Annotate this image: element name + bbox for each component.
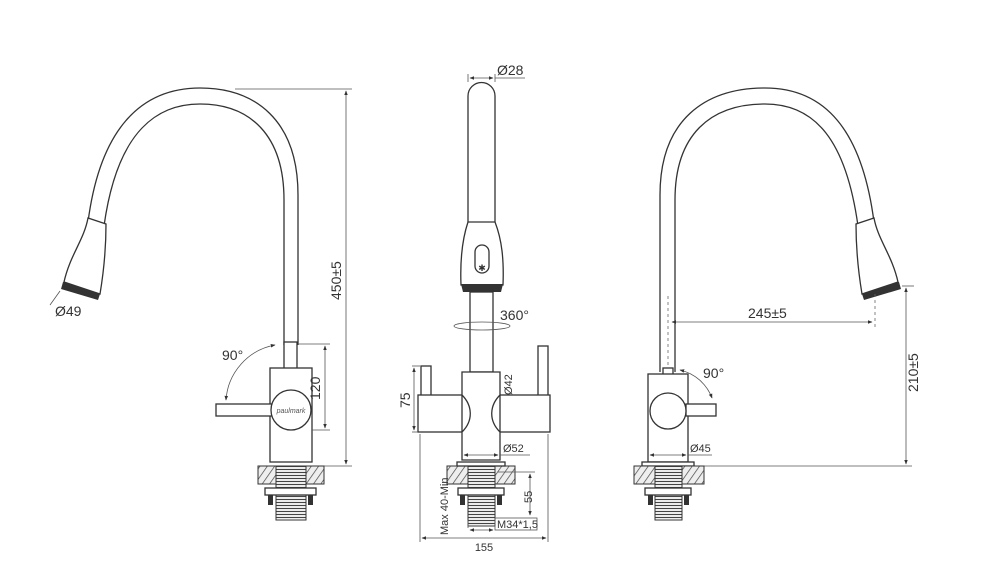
brand-logo: paulmark [276, 408, 306, 415]
handle-height-front-label: 75 [397, 392, 413, 408]
right-base-diameter-label: Ø45 [690, 443, 711, 455]
spout-pipe [87, 87, 299, 345]
left-handle [417, 394, 463, 433]
front-body [461, 371, 501, 461]
reach-label: 245±5 [748, 305, 787, 321]
thread-label: M34*1,5 [497, 519, 538, 531]
front-view: Ø28 ✱ 360° 75 Ø42 Ø52 55 M34*1,5 Max 40-… [397, 62, 551, 554]
spout-diameter-front-label: Ø28 [497, 62, 524, 78]
spray-mode-icon: ✱ [478, 263, 486, 273]
right-handle-knob [649, 392, 687, 430]
body-diameter-label: Ø42 [503, 374, 515, 395]
handle-height-label: 120 [307, 376, 323, 400]
thread-length-label: 55 [523, 491, 535, 503]
right-handle-angle-label: 90° [703, 365, 724, 381]
height-label: 450±5 [328, 261, 344, 300]
spout-pipe-front [467, 81, 496, 222]
handle-knob [270, 389, 312, 431]
spout-pipe-right [659, 87, 875, 372]
clearance-label: 210±5 [905, 353, 921, 392]
spray-head-right [855, 217, 899, 295]
countertop-label: Max 40-Min [439, 478, 451, 535]
spray-button [474, 244, 490, 274]
right-handle [499, 394, 551, 433]
spout-diameter-label: Ø49 [55, 303, 82, 319]
rotation-label: 360° [500, 307, 529, 323]
right-lever [685, 403, 717, 417]
base-diameter-label: Ø52 [503, 443, 524, 455]
spray-head [63, 217, 107, 295]
left-view: Ø49 paulmark 90° 120 450±5 [49, 87, 352, 521]
width-label: 155 [475, 542, 493, 554]
handle-angle-label: 90° [222, 347, 243, 363]
right-view: 245±5 90° Ø45 210±5 [633, 87, 921, 521]
lever [215, 403, 273, 417]
